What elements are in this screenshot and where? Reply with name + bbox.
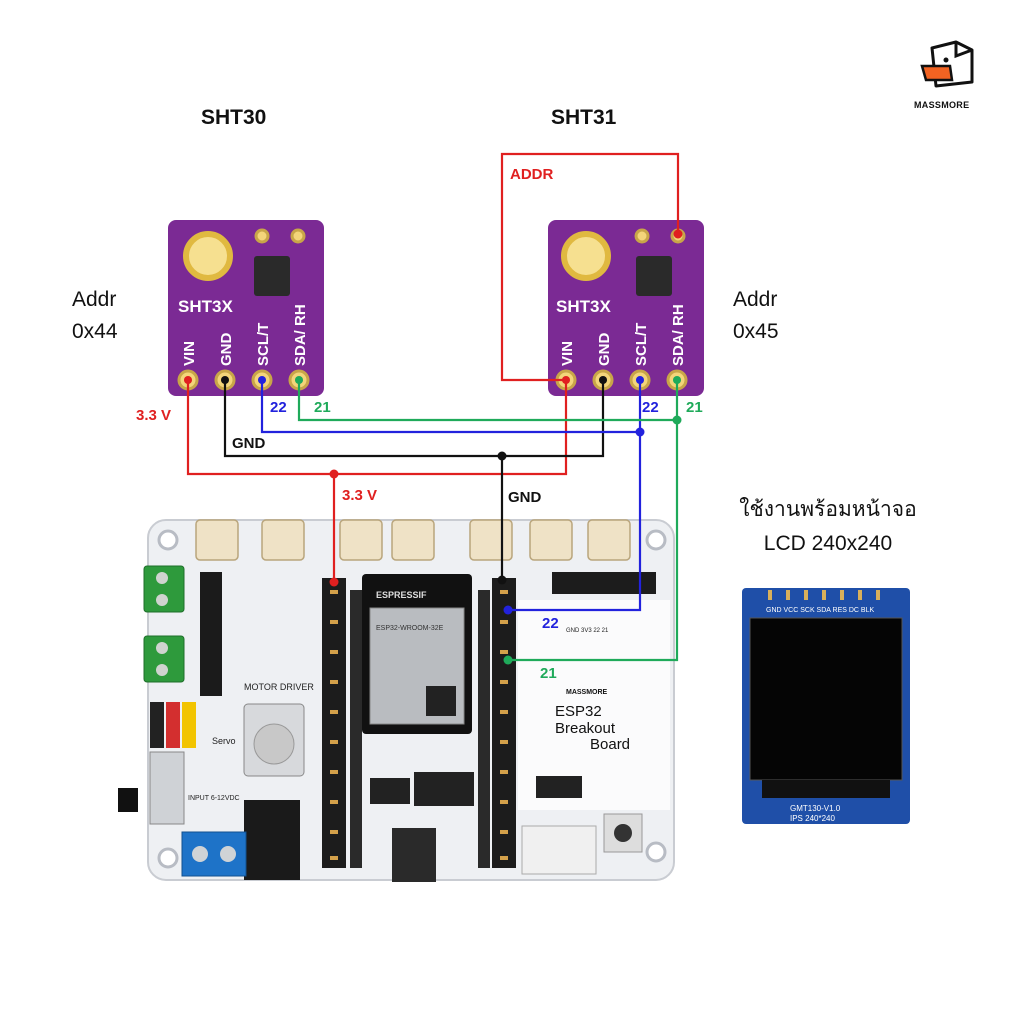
board-title-2: Breakout (555, 720, 616, 737)
addr-left-value: 0x44 (72, 320, 118, 343)
wire-sda-down (508, 420, 679, 662)
pin-right-sda: SDA/ RH (670, 304, 687, 366)
addr-left: Addr 0x44 (72, 284, 118, 348)
lcd-caption-line2: LCD 240x240 (763, 532, 893, 555)
sensor-title-right: SHT31 (551, 106, 617, 129)
addr-left-label: Addr (72, 288, 117, 311)
wires (186, 152, 680, 662)
wire-scl-down (508, 432, 642, 612)
pin-left-sda: SDA/ RH (292, 304, 309, 366)
pin-right-scl: SCL/T (633, 323, 650, 366)
esp32-breakout-board (118, 519, 675, 882)
wire-3v3 (186, 380, 568, 476)
label-sda-right: 21 (686, 399, 703, 416)
pin-left-vin: VIN (181, 341, 198, 366)
label-scl-left: 22 (270, 399, 287, 416)
wire-sda (297, 380, 679, 422)
board-title-1: ESP32 (555, 703, 602, 720)
label-addr: ADDR (510, 166, 553, 183)
module-name: ESP32-WROOM-32E (376, 625, 444, 632)
label-scl-right: 22 (642, 399, 659, 416)
board-brand: MASSMORE (566, 689, 608, 696)
wire-gnd (223, 380, 605, 458)
label-sda-left: 21 (314, 399, 331, 416)
label-gnd-bottom: GND (508, 489, 542, 506)
board-title-3: Board (590, 736, 630, 753)
sensor-board-right: SHT3X VIN GND SCL/T SDA/ RH (548, 220, 704, 396)
pin-left-scl: SCL/T (255, 323, 272, 366)
lcd-model-2: IPS 240*240 (790, 814, 835, 823)
junctions (184, 229, 683, 665)
module-brand: ESPRESSIF (376, 590, 427, 600)
sensor-right-name: SHT3X (556, 297, 611, 316)
sensor-left-name: SHT3X (178, 297, 233, 316)
wire-addr (500, 152, 680, 382)
sensor-title-left: SHT30 (201, 106, 267, 129)
lcd-pins: GND VCC SCK SDA RES DC BLK (766, 607, 874, 614)
input-label: INPUT 6-12VDC (188, 795, 240, 802)
label-sda-board: 21 (540, 665, 557, 682)
label-3v3-left: 3.3 V (136, 407, 171, 424)
duck-logo-icon (920, 40, 974, 88)
sensor-board-left: SHT3X VIN GND SCL/T SDA/ RH (168, 220, 324, 396)
board-labels: ESPRESSIF ESP32-WROOM-32E MASSMORE ESP32… (188, 590, 630, 802)
pin-right-gnd: GND (596, 333, 613, 367)
addr-right-label: Addr (733, 288, 778, 311)
label-3v3-bottom: 3.3 V (342, 487, 377, 504)
wire-scl (260, 380, 642, 434)
label-scl-board: 22 (542, 615, 559, 632)
motor-label: MOTOR DRIVER (244, 682, 314, 692)
lcd-model-1: GMT130-V1.0 (790, 804, 841, 813)
brand-logo: MASSMORE (912, 36, 992, 116)
brand-name: MASSMORE (914, 100, 970, 110)
servo-label: Servo (212, 736, 236, 746)
lcd-caption: ใช้งานพร้อมหน้าจอ LCD 240x240 (708, 493, 948, 561)
label-gnd-left: GND (232, 435, 266, 452)
pin-left-gnd: GND (218, 333, 235, 367)
pin-right-vin: VIN (559, 341, 576, 366)
addr-right-value: 0x45 (733, 320, 779, 343)
header-labels: GND 3V3 22 21 (566, 628, 609, 634)
addr-right: Addr 0x45 (733, 284, 779, 348)
lcd-module: GND VCC SCK SDA RES DC BLK GMT130-V1.0 I… (742, 588, 910, 824)
lcd-caption-line1: ใช้งานพร้อมหน้าจอ (739, 498, 917, 521)
